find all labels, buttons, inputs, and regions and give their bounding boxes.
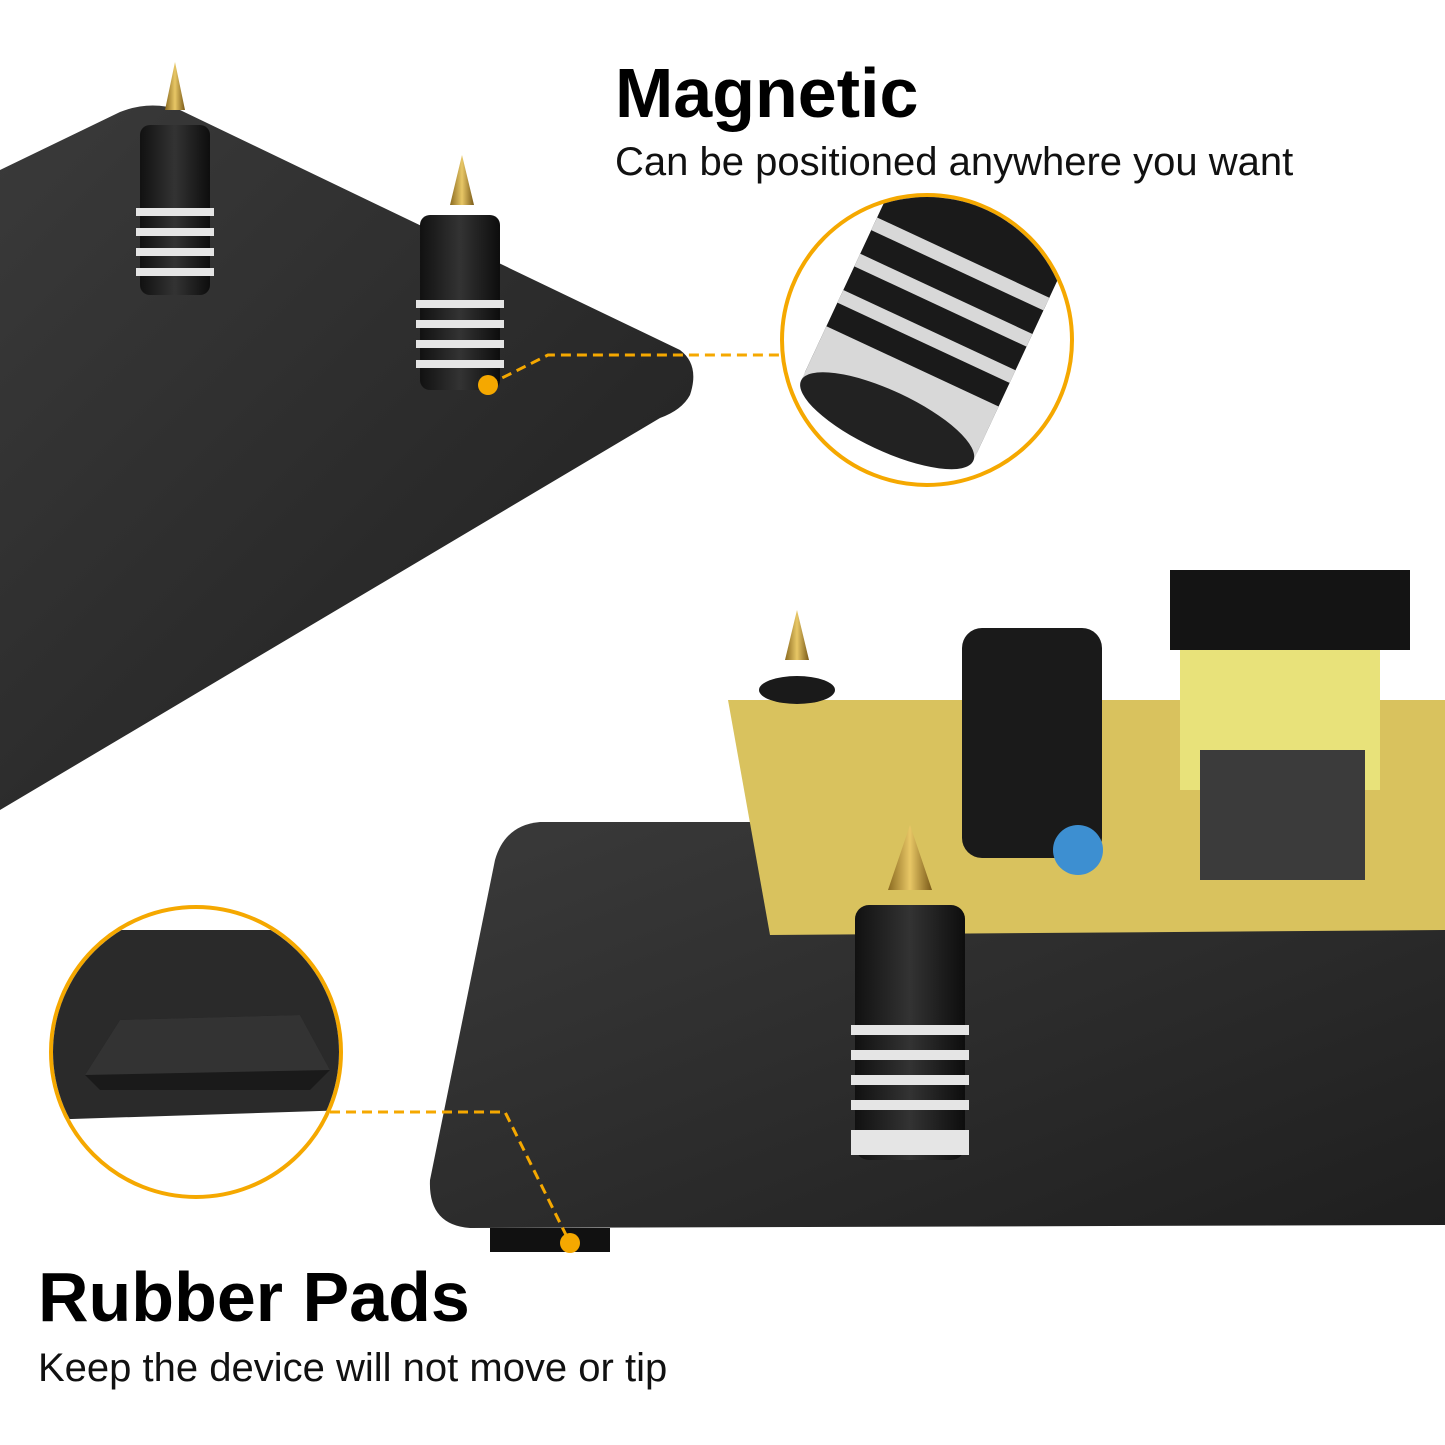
rubber-pad-callout [49,905,343,1199]
ceramic-capacitor [1053,825,1103,875]
magnet-leader-line [487,353,780,387]
transformer-core [1200,750,1365,880]
post-board-left [759,610,835,704]
rubber-pads-title: Rubber Pads [38,1258,470,1336]
magnet-marker-dot [478,375,498,395]
post-top-left [136,62,214,295]
rubber-pad-leader-line [330,1110,572,1244]
magnetic-subtitle: Can be positioned anywhere you want [615,140,1294,184]
bobbin [1170,570,1410,650]
rubber-pads-subtitle: Keep the device will not move or tip [38,1346,668,1390]
magnetic-title: Magnetic [615,54,919,132]
rubber-pad-foot [490,1228,610,1252]
top-plate [0,105,694,811]
post-top-right [416,155,504,390]
capacitor [962,628,1102,858]
post-bottom [851,825,969,1160]
rubber-pad-marker-dot [560,1233,580,1253]
